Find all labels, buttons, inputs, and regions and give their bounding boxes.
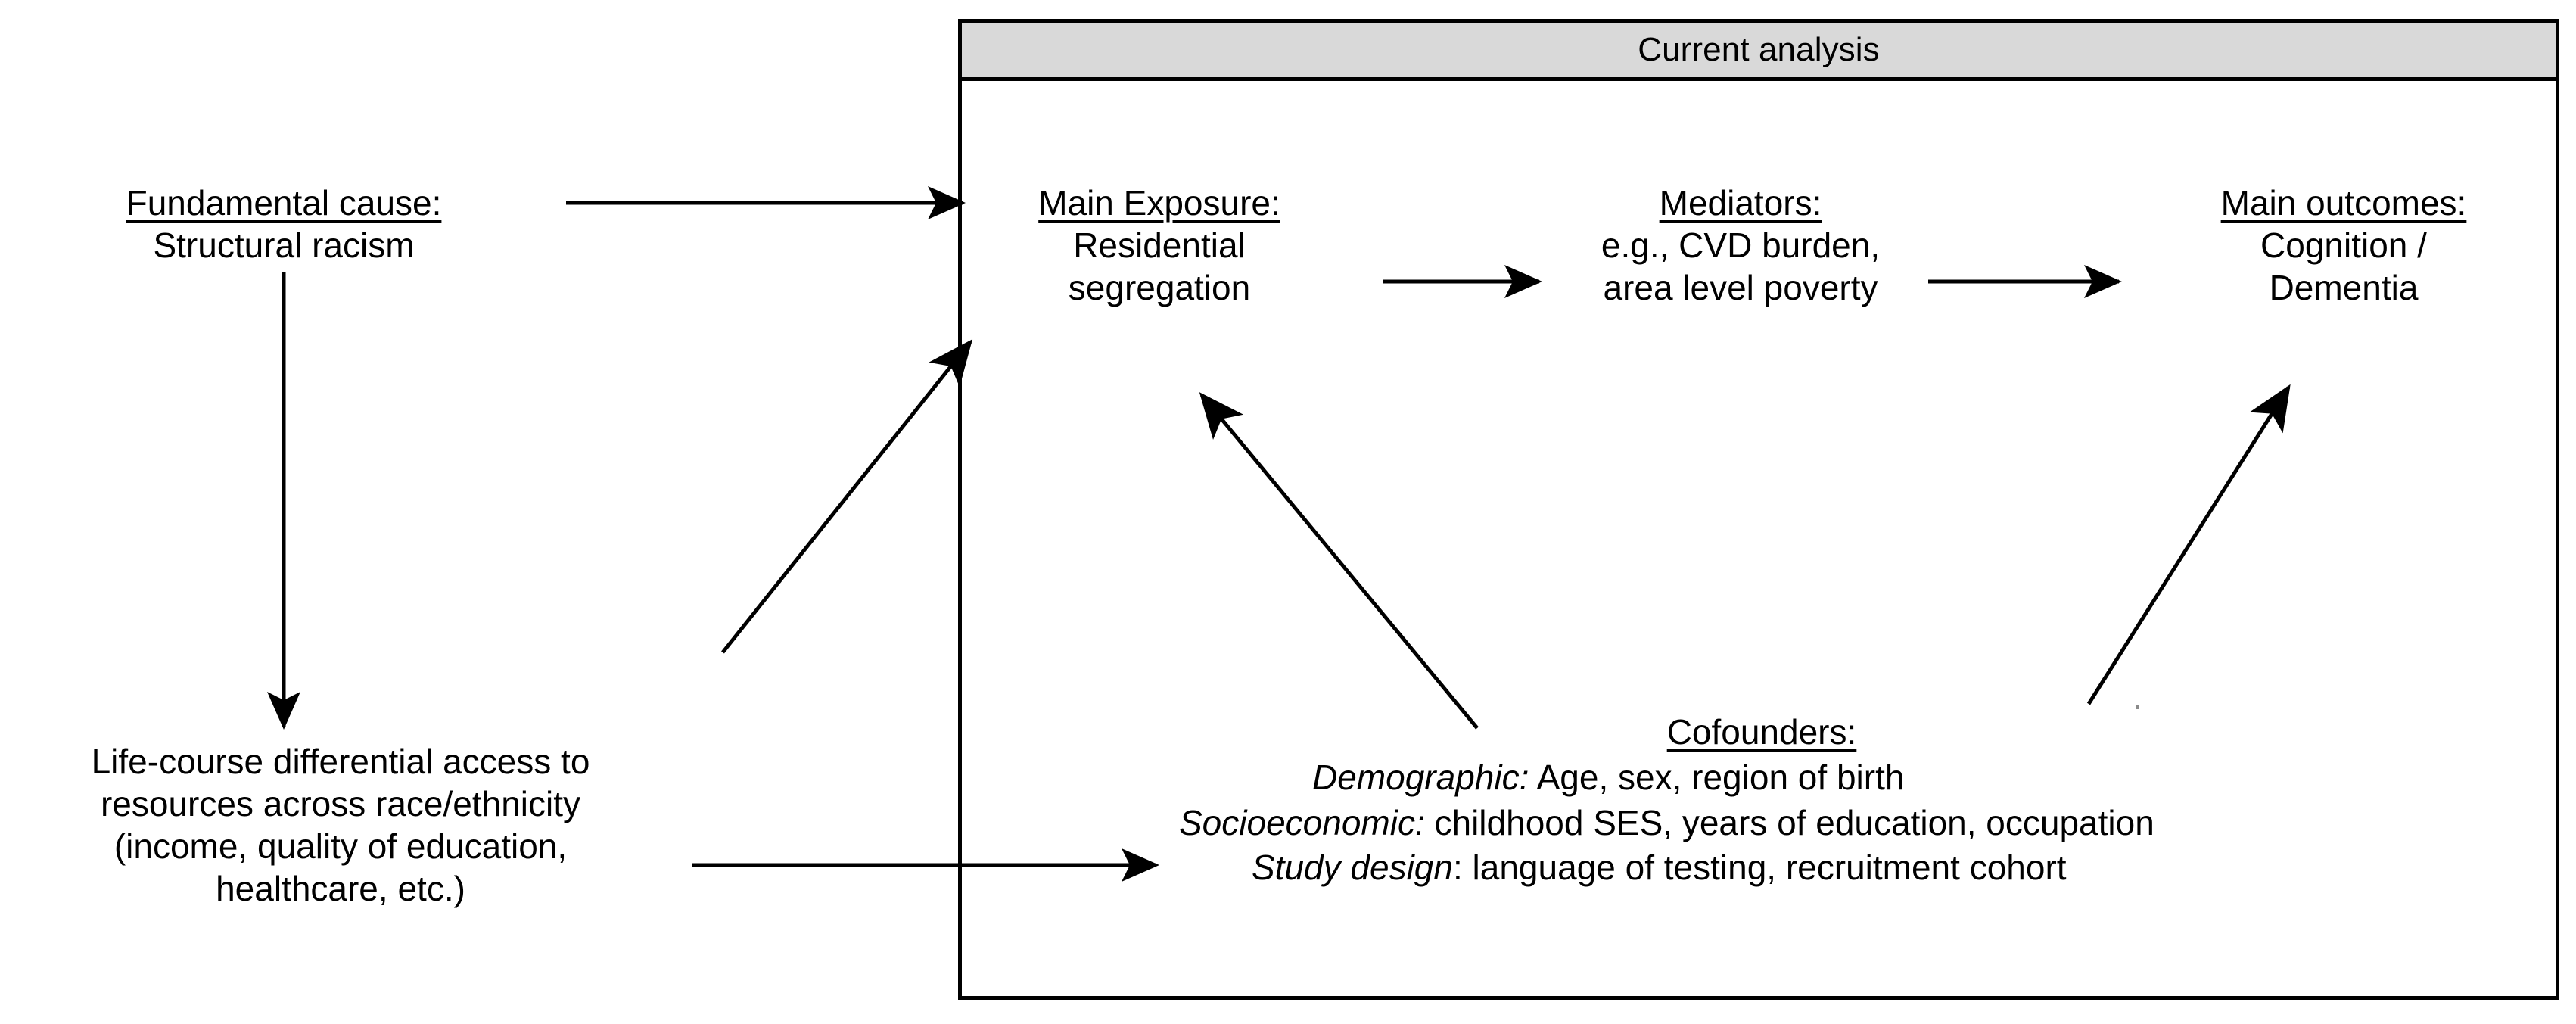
node-main-exposure-line-2: segregation (1068, 268, 1251, 308)
cofounders-row-socioeconomic: Socioeconomic: childhood SES, years of e… (1179, 801, 2344, 846)
node-life-course-line-1: Life-course differential access to (91, 742, 590, 781)
cofounders-row-study-design: Study design: language of testing, recru… (1179, 845, 2344, 891)
node-main-exposure: Main Exposure: Residential segregation (1000, 182, 1318, 309)
node-fundamental-cause-line-1: Structural racism (153, 226, 415, 266)
node-main-exposure-body: Residential segregation (1000, 224, 1318, 309)
node-main-exposure-line-1: Residential (1073, 226, 1246, 266)
node-main-outcomes-line-2: Dementia (2269, 268, 2419, 308)
node-fundamental-cause-body: Structural racism (98, 224, 469, 266)
node-mediators-body: e.g., CVD burden, area level poverty (1551, 224, 1930, 309)
cofounders-items-study-design: : language of testing, recruitment cohor… (1452, 848, 2067, 888)
node-main-outcomes: Main outcomes: Cognition / Dementia (2166, 182, 2522, 309)
node-fundamental-cause-title: Fundamental cause: (126, 183, 442, 223)
cofounders-category-socioeconomic: Socioeconomic: (1179, 802, 1425, 842)
node-life-course-line-3: (income, quality of education, (114, 826, 568, 867)
node-main-outcomes-body: Cognition / Dementia (2166, 224, 2522, 309)
node-cofounders-title: Cofounders: (1666, 712, 1857, 752)
node-life-course: Life-course differential access to resou… (0, 740, 681, 910)
node-life-course-body: Life-course differential access to resou… (0, 740, 681, 910)
current-analysis-header-label: Current analysis (1638, 30, 1880, 68)
node-main-exposure-title: Main Exposure: (1038, 183, 1280, 223)
cofounders-row-demographic: Demographic: Age, sex, region of birth (1179, 755, 2344, 801)
node-cofounders: Cofounders: Demographic: Age, sex, regio… (1179, 710, 2344, 891)
node-life-course-line-2: resources across race/ethnicity (100, 784, 581, 824)
node-mediators-title: Mediators: (1659, 183, 1822, 223)
stray-dot-mark (2136, 705, 2139, 709)
node-cofounders-rows: Demographic: Age, sex, region of birth S… (1179, 755, 2344, 891)
cofounders-category-demographic: Demographic: (1312, 757, 1529, 797)
current-analysis-header: Current analysis (958, 19, 2559, 81)
cofounders-category-study-design: Study design (1252, 848, 1453, 888)
node-mediators-line-2: area level poverty (1603, 268, 1878, 308)
node-main-outcomes-line-1: Cognition / (2260, 226, 2427, 266)
edge-life-course-to-main-exposure (721, 339, 973, 654)
node-life-course-line-4: healthcare, etc.) (216, 869, 465, 909)
cofounders-items-socioeconomic: childhood SES, years of education, occup… (1424, 802, 2154, 842)
node-main-outcomes-title: Main outcomes: (2220, 183, 2467, 223)
node-mediators-line-1: e.g., CVD burden, (1601, 226, 1881, 266)
node-mediators: Mediators: e.g., CVD burden, area level … (1551, 182, 1930, 309)
node-fundamental-cause: Fundamental cause: Structural racism (98, 182, 469, 266)
cofounders-items-demographic: Age, sex, region of birth (1529, 757, 1905, 797)
